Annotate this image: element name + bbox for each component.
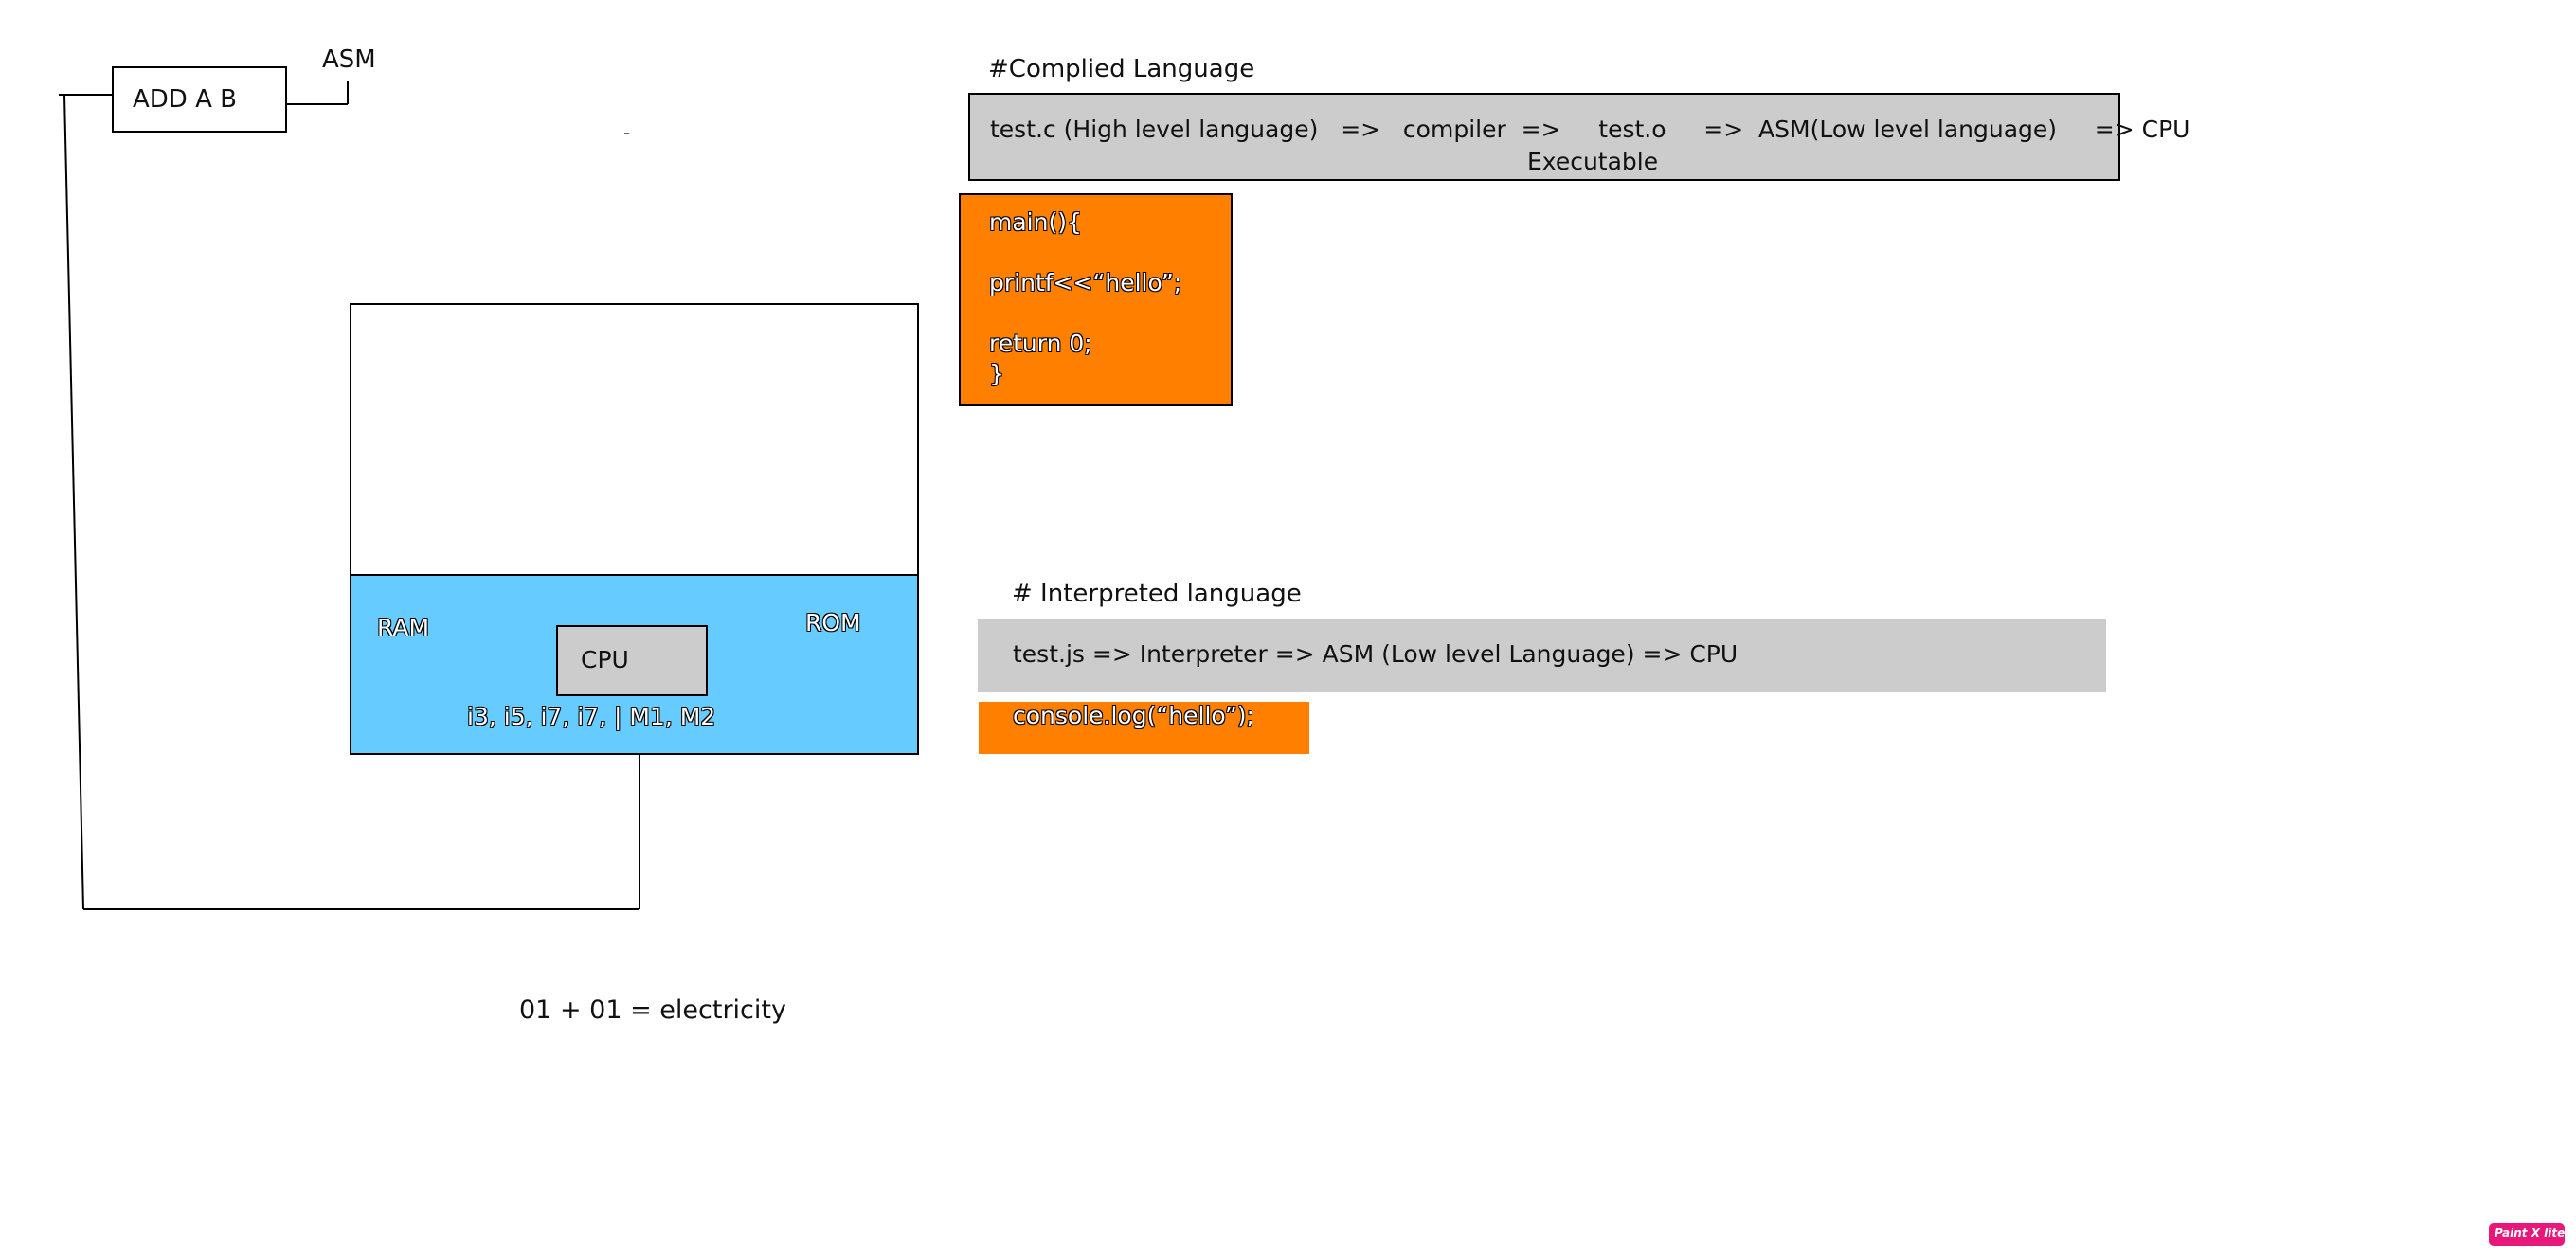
code-line-5: return 0; (989, 330, 1092, 357)
interpreted-pipeline-text: test.js => Interpreter => ASM (Low level… (1013, 640, 1738, 668)
stray-mark: - (623, 121, 631, 144)
code-line-3: printf<<“hello”; (989, 269, 1182, 296)
rom-label: ROM (805, 609, 861, 636)
cpu-models-label: i3, i5, i7, i7, | M1, M2 (467, 703, 716, 730)
hardware-region: RAM ROM CPU i3, i5, i7, i7, | M1, M2 (350, 574, 919, 755)
interpreted-code-text: console.log(“hello”); (1013, 702, 1254, 729)
app-watermark-badge: Paint X lite (2489, 1223, 2565, 1246)
code-line-6: } (989, 360, 1004, 387)
compiled-pipeline-line1: test.c (High level language) => compiler… (990, 116, 2190, 143)
add-instruction-label: ADD A B (133, 85, 237, 114)
machine-upper-box (350, 303, 919, 577)
cpu-box: CPU (556, 625, 708, 696)
code-line-1: main(){ (989, 208, 1082, 236)
compiled-code-box: main(){ printf<<“hello”; return 0; } (959, 193, 1233, 406)
cpu-label: CPU (581, 646, 629, 673)
interpreted-heading: # Interpreted language (1012, 580, 1302, 608)
app-watermark-text: Paint X lite (2495, 1227, 2566, 1240)
long-left-vertical (63, 94, 84, 910)
compiled-pipeline-box: test.c (High level language) => compiler… (968, 93, 2189, 181)
compiled-pipeline-line2: Executable (1527, 148, 1659, 175)
interpreted-pipeline-box: test.js => Interpreter => ASM (Low level… (978, 619, 2106, 692)
asm-label: ASM (322, 45, 376, 74)
add-instruction-box: ADD A B (112, 66, 287, 133)
compiled-heading: #Complied Language (988, 55, 1255, 83)
electricity-note: 01 + 01 = electricity (519, 995, 786, 1025)
ram-label: RAM (377, 614, 430, 641)
interpreted-code-box: console.log(“hello”); (979, 702, 1309, 754)
